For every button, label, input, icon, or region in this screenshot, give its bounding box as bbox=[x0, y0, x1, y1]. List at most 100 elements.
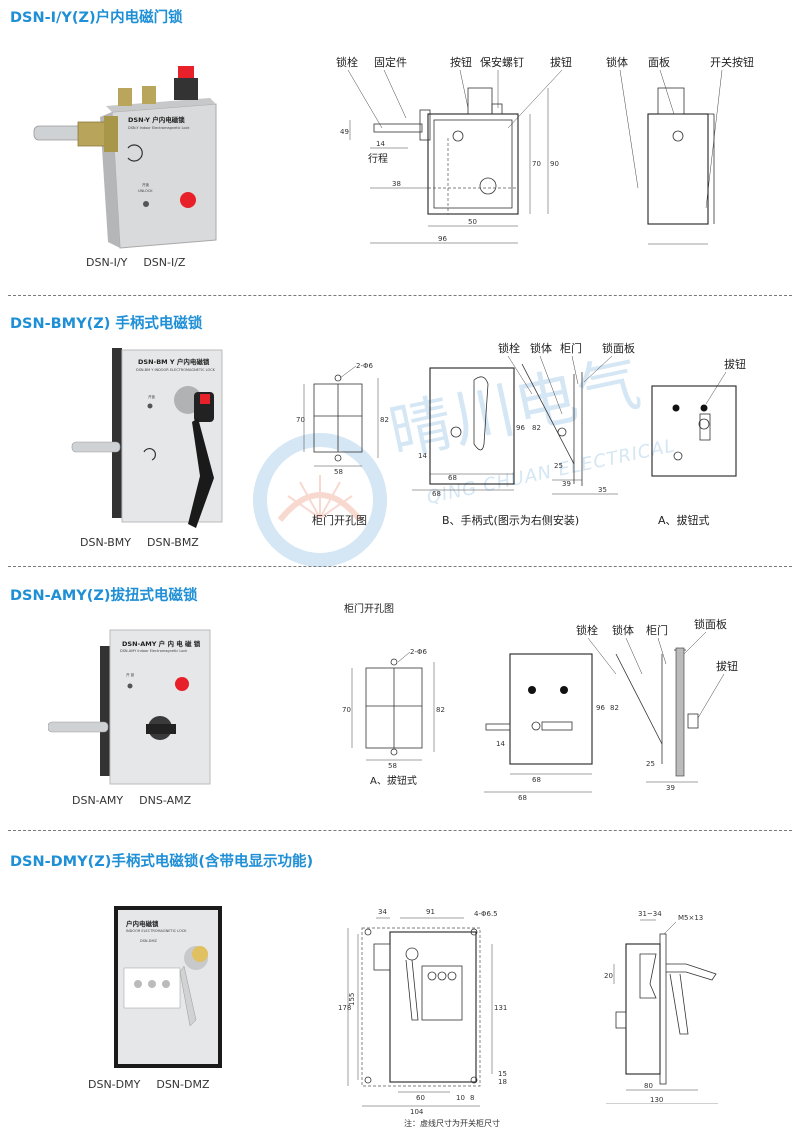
svg-text:96: 96 bbox=[596, 704, 605, 712]
svg-text:80: 80 bbox=[644, 1082, 653, 1090]
svg-text:14: 14 bbox=[418, 452, 427, 460]
svg-text:50: 50 bbox=[468, 218, 477, 226]
svg-text:锁栓: 锁栓 bbox=[576, 623, 598, 637]
svg-text:82: 82 bbox=[532, 424, 541, 432]
svg-text:82: 82 bbox=[380, 416, 389, 424]
svg-text:70: 70 bbox=[532, 160, 541, 168]
svg-text:锁体: 锁体 bbox=[606, 55, 628, 69]
svg-text:按钮: 按钮 bbox=[450, 55, 472, 69]
svg-text:A、拔钮式: A、拔钮式 bbox=[658, 513, 710, 527]
svg-text:8: 8 bbox=[470, 1094, 474, 1102]
svg-text:82: 82 bbox=[610, 704, 619, 712]
knob-side-drawing: 锁栓 锁体 柜门 锁面板 拔钮 96 82 14 68 68 25 39 bbox=[484, 617, 738, 802]
drawing-captions: 柜门开孔图 B、手柄式(图示为右侧安装) A、拔钮式 bbox=[312, 513, 710, 527]
svg-text:31~34: 31~34 bbox=[638, 910, 662, 918]
red-button-icon bbox=[175, 677, 189, 691]
section-dsn-dmy: DSN-DMY(Z)手柄式电磁锁(含带电显示功能) 户内电磁锁 INDOOR E… bbox=[0, 832, 800, 1128]
svg-text:49: 49 bbox=[340, 128, 349, 136]
product-photo-dsn-dmy: 户内电磁锁 INDOOR ELECTROMAGNETIC LOCK DSN-DM… bbox=[114, 906, 222, 1068]
svg-text:柜门开孔图: 柜门开孔图 bbox=[344, 602, 394, 615]
svg-text:INDOOR ELECTROMAGNETIC LOCK: INDOOR ELECTROMAGNETIC LOCK bbox=[126, 929, 187, 933]
section-title: DSN-Ⅰ/Y(Z)户内电磁门锁 bbox=[10, 10, 183, 26]
section-separator bbox=[8, 295, 792, 296]
svg-text:DSN-AMY 户 内 电 磁 锁: DSN-AMY 户 内 电 磁 锁 bbox=[122, 639, 201, 648]
section-dsn-bmy: DSN-BMY(Z) 手柄式电磁锁 DSN-BM Y 户内电磁锁 DSN-BM … bbox=[0, 300, 800, 567]
svg-text:户内电磁锁: 户内电磁锁 bbox=[126, 919, 159, 928]
section-dsn-i: DSN-Ⅰ/Y(Z)户内电磁门锁 DSN-Y 户内电磁锁 DSN-Y Indoo… bbox=[0, 0, 800, 300]
svg-text:开 锁: 开 锁 bbox=[126, 672, 135, 677]
handle-side-drawing: 锁栓 锁体 柜门 锁面板 96 82 14 68 68 25 39 35 bbox=[412, 341, 635, 498]
svg-text:38: 38 bbox=[392, 180, 401, 188]
svg-text:58: 58 bbox=[388, 762, 397, 770]
svg-text:20: 20 bbox=[604, 972, 613, 980]
svg-text:10: 10 bbox=[456, 1094, 465, 1102]
svg-text:柜门开孔图: 柜门开孔图 bbox=[312, 513, 367, 527]
svg-text:178: 178 bbox=[338, 1004, 351, 1012]
svg-text:130: 130 bbox=[650, 1096, 663, 1104]
svg-text:行程: 行程 bbox=[368, 152, 388, 165]
svg-text:104: 104 bbox=[410, 1108, 424, 1116]
svg-text:96: 96 bbox=[516, 424, 525, 432]
svg-text:90: 90 bbox=[550, 160, 559, 168]
svg-text:拔钮: 拔钮 bbox=[716, 659, 738, 673]
svg-text:开关按钮: 开关按钮 bbox=[710, 55, 754, 69]
svg-text:锁面板: 锁面板 bbox=[602, 341, 635, 355]
product-photo-dsn-amy: DSN-AMY 户 内 电 磁 锁 DSN-AMY Indoor Electro… bbox=[48, 629, 211, 785]
svg-text:锁栓: 锁栓 bbox=[498, 341, 520, 355]
svg-text:锁体: 锁体 bbox=[530, 341, 552, 355]
svg-text:B、手柄式(图示为右侧安装): B、手柄式(图示为右侧安装) bbox=[442, 513, 579, 527]
svg-text:34: 34 bbox=[378, 908, 387, 916]
svg-text:DSN-BM Y INDOOR ELECTROMAGNETI: DSN-BM Y INDOOR ELECTROMAGNETIC LOCK bbox=[136, 368, 216, 372]
rotate-arrow-icon bbox=[143, 448, 156, 461]
svg-text:155: 155 bbox=[348, 993, 356, 1006]
product-photo-dsn-i: DSN-Y 户内电磁锁 DSN-Y Indoor Electromagnetic… bbox=[33, 66, 217, 249]
svg-text:柜门: 柜门 bbox=[560, 341, 582, 355]
svg-text:2-Φ6: 2-Φ6 bbox=[410, 648, 427, 656]
device-unlock: 开锁 bbox=[142, 182, 149, 187]
svg-text:68: 68 bbox=[532, 776, 541, 784]
red-button-icon bbox=[200, 394, 210, 404]
section-separator bbox=[8, 830, 792, 831]
section-separator bbox=[8, 566, 792, 567]
svg-text:68: 68 bbox=[432, 490, 441, 498]
svg-text:82: 82 bbox=[436, 706, 445, 714]
svg-text:14: 14 bbox=[496, 740, 505, 748]
svg-text:拔钮: 拔钮 bbox=[724, 357, 746, 371]
svg-text:25: 25 bbox=[646, 760, 655, 768]
section-title: DSN-AMY(Z)拔扭式电磁锁 bbox=[10, 588, 198, 604]
dimension-note: 注：虚线尺寸为开关柜尺寸 bbox=[404, 1118, 500, 1128]
device-label: DSN-Y 户内电磁锁 bbox=[128, 115, 185, 124]
svg-text:4-Φ6.5: 4-Φ6.5 bbox=[474, 910, 498, 918]
svg-text:A、拔钮式: A、拔钮式 bbox=[370, 774, 417, 787]
svg-text:70: 70 bbox=[342, 706, 351, 714]
svg-text:39: 39 bbox=[562, 480, 571, 488]
section-title: DSN-DMY(Z)手柄式电磁锁(含带电显示功能) bbox=[10, 854, 314, 870]
side-dimension-drawing: 31~34 M5×13 20 80 130 bbox=[604, 910, 718, 1104]
svg-text:14: 14 bbox=[376, 140, 385, 148]
svg-text:开锁: 开锁 bbox=[148, 394, 155, 399]
svg-text:25: 25 bbox=[554, 462, 563, 470]
device-sub: DSN-Y Indoor Electromagnetic Lock bbox=[128, 126, 191, 130]
svg-text:锁体: 锁体 bbox=[612, 623, 634, 637]
svg-text:固定件: 固定件 bbox=[374, 55, 407, 69]
svg-text:面板: 面板 bbox=[648, 55, 670, 69]
door-cutout-drawing: 2-Φ6 70 82 58 bbox=[296, 362, 389, 476]
section-dsn-amy: DSN-AMY(Z)拔扭式电磁锁 DSN-AMY 户 内 电 磁 锁 DSN-A… bbox=[0, 568, 800, 831]
svg-text:35: 35 bbox=[598, 486, 607, 494]
svg-text:68: 68 bbox=[518, 794, 527, 802]
svg-text:91: 91 bbox=[426, 908, 435, 916]
svg-text:58: 58 bbox=[334, 468, 343, 476]
red-button-icon bbox=[180, 192, 196, 208]
svg-text:DSN-AMY Indoor Electromagnetic: DSN-AMY Indoor Electromagnetic Lock bbox=[120, 649, 188, 653]
svg-text:68: 68 bbox=[448, 474, 457, 482]
section-title: DSN-BMY(Z) 手柄式电磁锁 bbox=[10, 316, 203, 332]
device-unlock-en: UNLOCK bbox=[138, 189, 153, 193]
svg-text:柜门: 柜门 bbox=[646, 623, 668, 637]
svg-text:15: 15 bbox=[498, 1070, 507, 1078]
svg-text:60: 60 bbox=[416, 1094, 425, 1102]
svg-text:131: 131 bbox=[494, 1004, 507, 1012]
front-dimension-drawing: 34 91 4-Φ6.5 178 155 131 60 10 8 104 15 … bbox=[338, 908, 507, 1116]
